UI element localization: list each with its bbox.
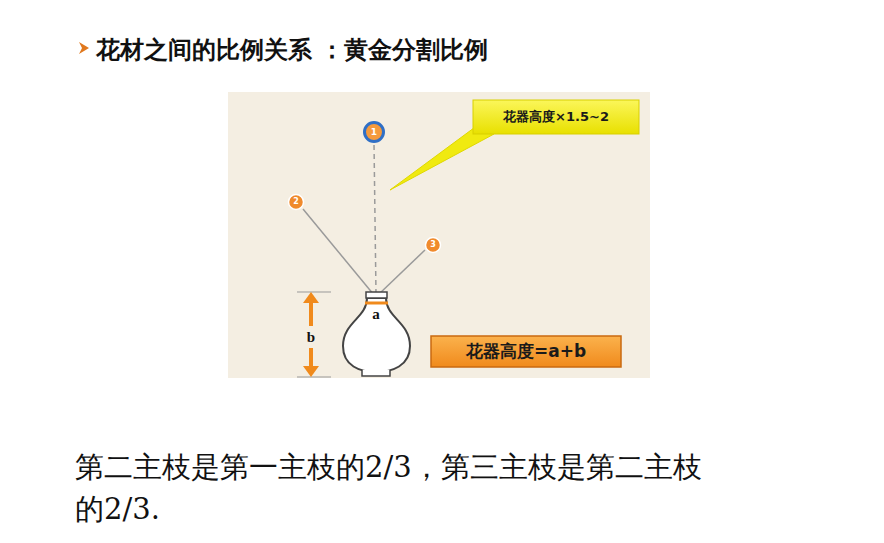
- callout-number: 3: [424, 236, 442, 254]
- stem-line: [374, 143, 376, 294]
- bullet: [79, 42, 89, 54]
- node-text: 3: [424, 236, 442, 254]
- dimension-b: [309, 348, 313, 367]
- photo-panel: [228, 92, 650, 378]
- dimension-tick: [297, 377, 331, 378]
- node-text: 花器高度×1.5~2: [503, 109, 609, 125]
- dimension-b: [309, 302, 313, 326]
- caption: 第二主枝是第一主枝的2/3，第三主枝是第二主枝的2/3.: [75, 446, 715, 530]
- arrowhead: [303, 366, 319, 377]
- node-text: 花器高度=a+b: [466, 341, 586, 361]
- vase-mouth: [366, 292, 387, 298]
- dimension-label: b: [307, 329, 315, 346]
- callout-box: 花器高度×1.5~2: [472, 99, 640, 135]
- node-text: 1: [363, 121, 385, 143]
- arrowhead: [303, 292, 319, 303]
- vase-foot: [362, 370, 390, 376]
- dimension-label: a: [372, 306, 380, 323]
- formula-box: 花器高度=a+b: [430, 335, 622, 368]
- stem-line: [378, 250, 425, 295]
- dimension-a: [365, 302, 388, 305]
- vase: [343, 298, 410, 372]
- stem-line: [303, 209, 374, 295]
- node-text: 2: [287, 193, 305, 211]
- dimension-tick: [297, 292, 331, 293]
- title: 花材之间的比例关系 ：黄金分割比例: [96, 34, 488, 66]
- callout-number: 1: [363, 121, 385, 143]
- callout-number: 2: [287, 193, 305, 211]
